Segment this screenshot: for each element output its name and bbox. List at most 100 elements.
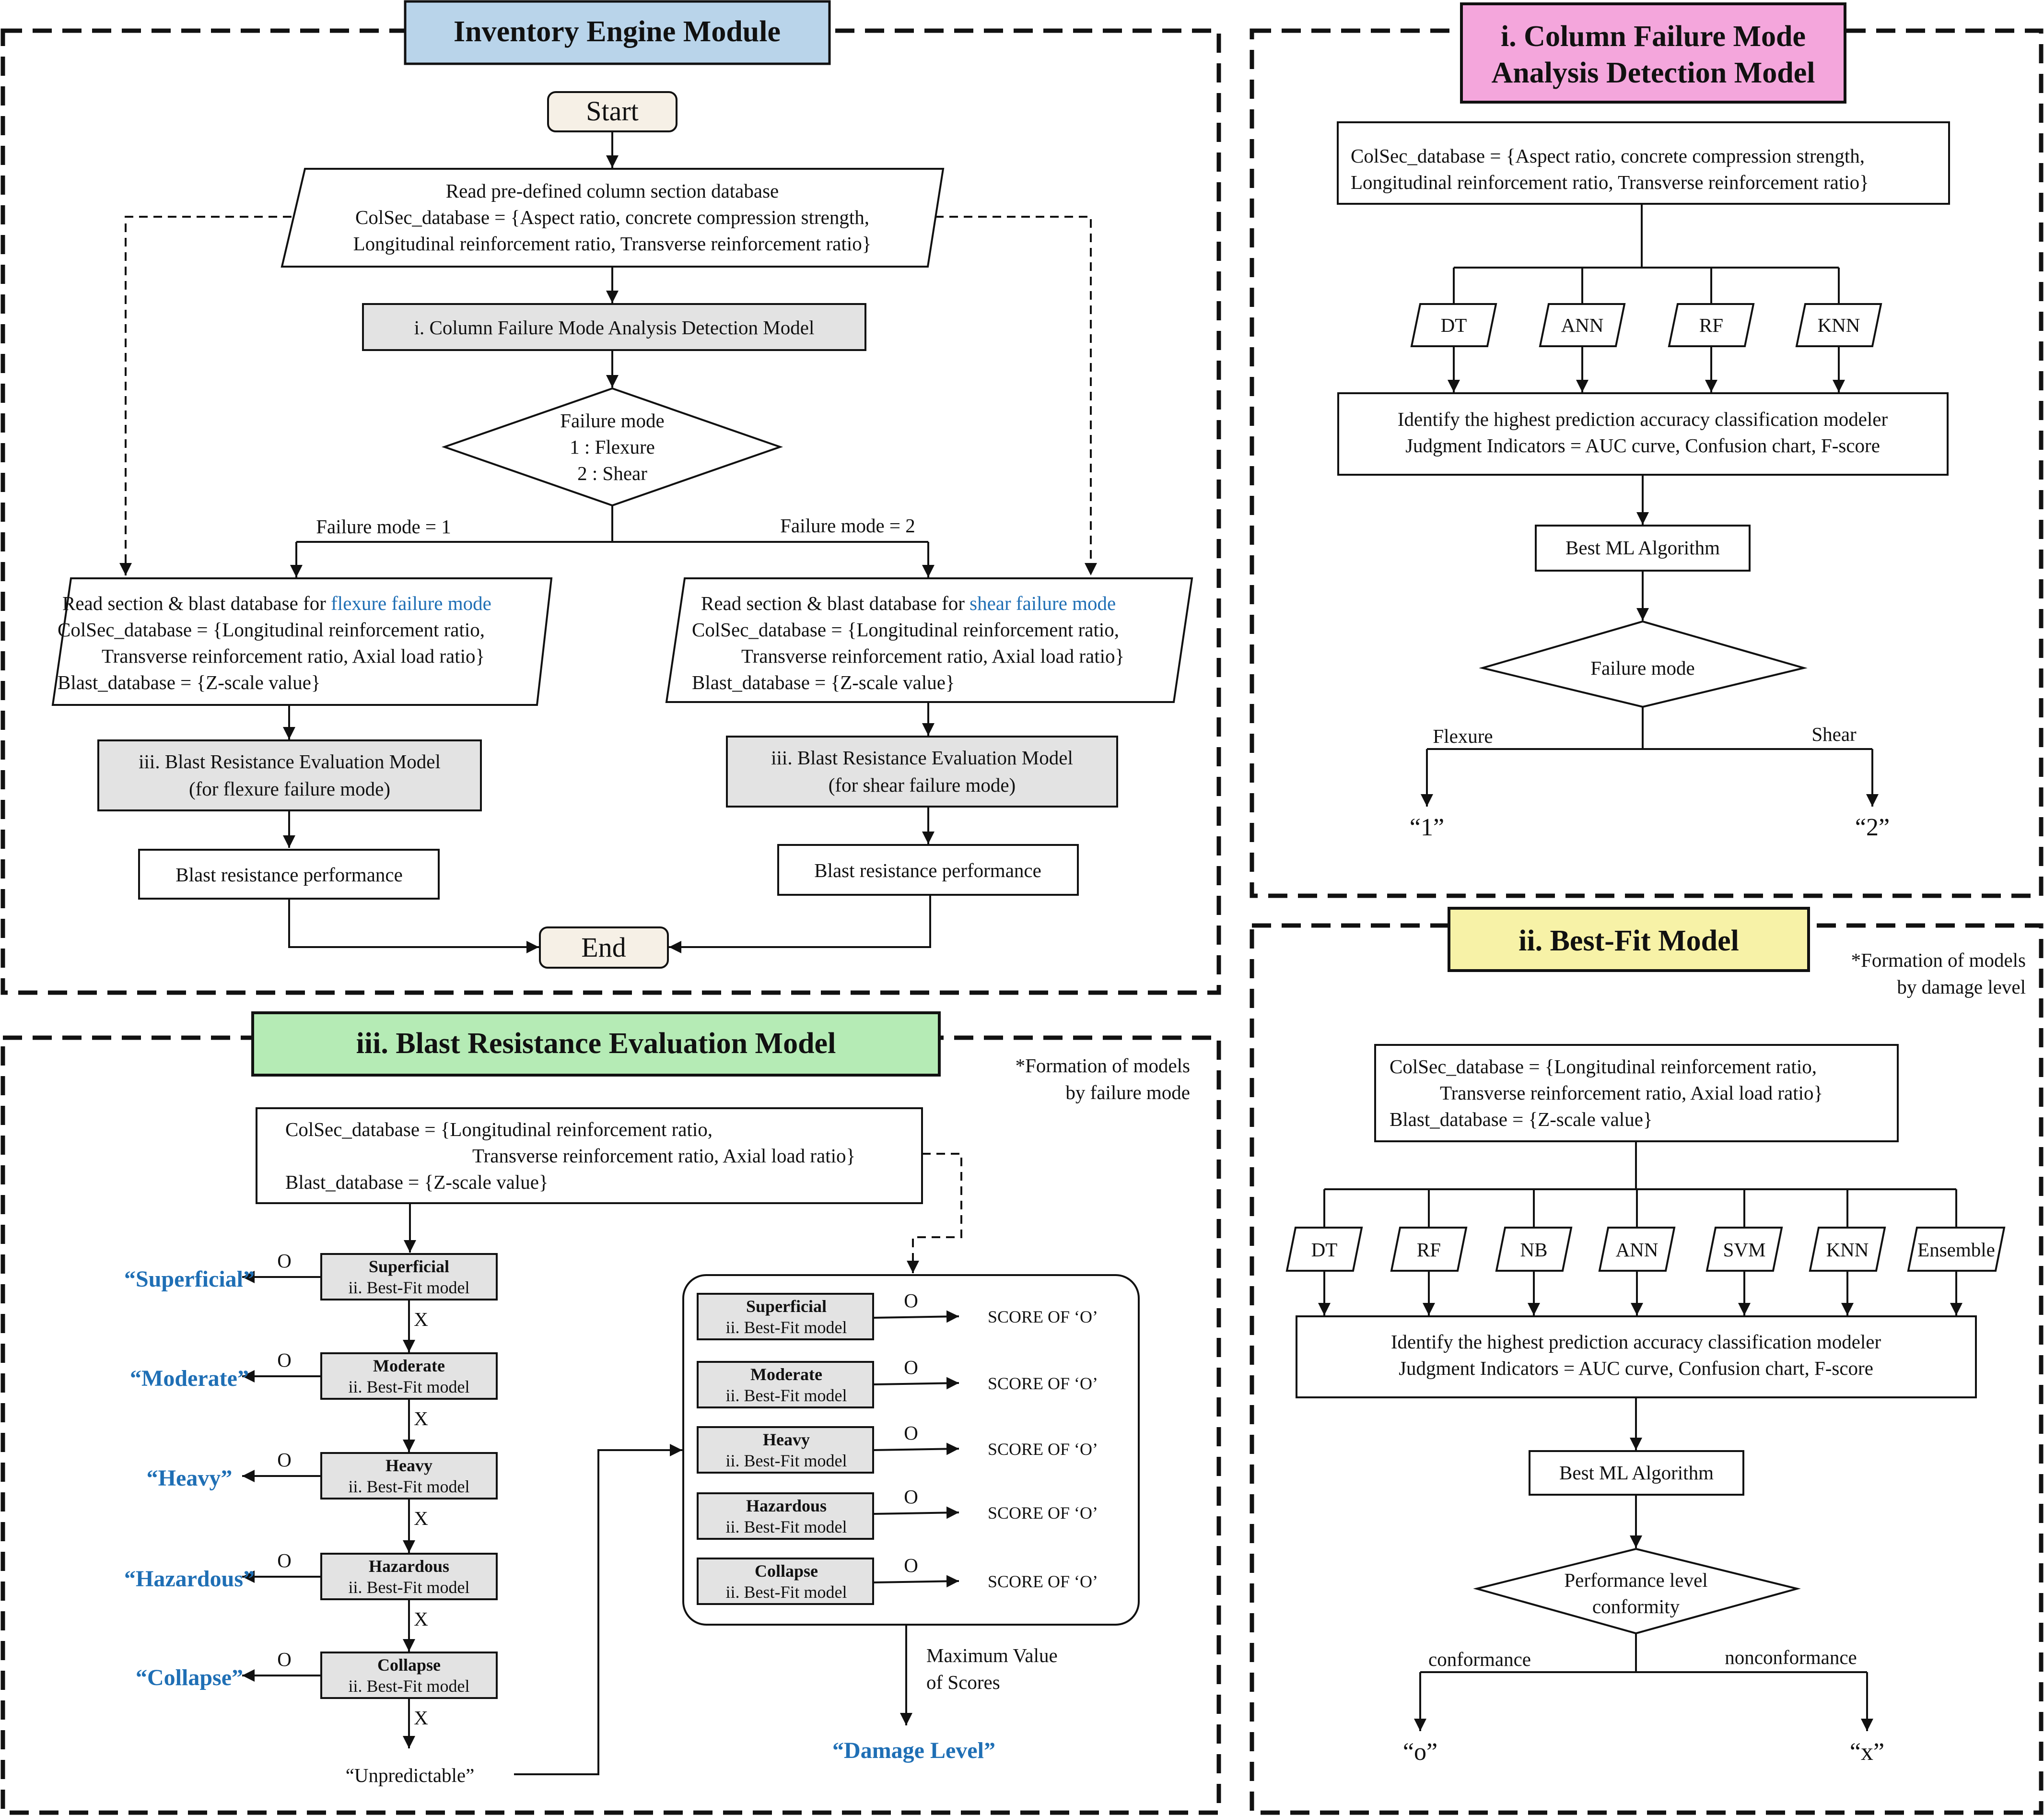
bre-level-sub: ii. Best-Fit model <box>348 1477 469 1496</box>
bestfit-algo-ensemble: Ensemble <box>1907 1227 2006 1272</box>
score-level-sub: ii. Best-Fit model <box>725 1451 847 1470</box>
bestfit-decision: Performance level conformity <box>1473 1547 1801 1635</box>
score-label: SCORE OF ‘O’ <box>988 1440 1098 1459</box>
bestfit-algo-label: RF <box>1417 1239 1441 1261</box>
bre-note-line2: by failure mode <box>1065 1081 1190 1103</box>
end-text: End <box>581 932 626 963</box>
max-scores-line2: of Scores <box>926 1671 1000 1693</box>
bre-level-output-moderate: “Moderate” <box>130 1366 249 1391</box>
bestfit-algo-label: KNN <box>1826 1239 1869 1261</box>
perf-flexure-text: Blast resistance performance <box>175 864 403 886</box>
cfm-algo-label: ANN <box>1561 314 1604 336</box>
bestfit-db-line1: ColSec_database = {Longitudinal reinforc… <box>1390 1055 1817 1078</box>
cfm-identify-box: Identify the highest prediction accuracy… <box>1337 392 1949 476</box>
cfm-algo-dt: DT <box>1410 303 1497 347</box>
cfm-db-line2: Longitudinal reinforcement ratio, Transv… <box>1351 171 1869 193</box>
score-level-name: Superficial <box>746 1297 827 1316</box>
cfm-algo-rf: RF <box>1668 303 1755 347</box>
flexure-db-parallelogram: Read section & blast database for flexur… <box>51 577 553 706</box>
bre-db-line2: Transverse reinforcement ratio, Axial lo… <box>472 1145 855 1167</box>
cfm-step-text: i. Column Failure Mode Analysis Detectio… <box>414 316 815 339</box>
bre-level-name: Heavy <box>385 1456 432 1475</box>
cfm-right-output: “2” <box>1855 814 1890 841</box>
score-label: SCORE OF ‘O’ <box>988 1307 1098 1326</box>
bestfit-algo-ann: ANN <box>1598 1227 1676 1272</box>
branch-right-label: Failure mode = 2 <box>780 515 915 537</box>
cfm-left-label: Flexure <box>1433 725 1493 747</box>
bestfit-best-text: Best ML Algorithm <box>1559 1462 1714 1484</box>
cfm-left-output: “1” <box>1410 814 1444 841</box>
bestfit-identify-line2: Judgment Indicators = AUC curve, Confusi… <box>1399 1357 1873 1379</box>
eval-shear-line2: (for shear failure mode) <box>829 774 1016 796</box>
score-label: SCORE OF ‘O’ <box>988 1374 1098 1393</box>
read-db-line2: ColSec_database = {Aspect ratio, concret… <box>355 206 869 228</box>
cfm-decision: Failure mode <box>1479 620 1808 708</box>
cfm-db-box: ColSec_database = {Aspect ratio, concret… <box>1337 121 1950 205</box>
bestfit-algo-rf: RF <box>1390 1227 1468 1272</box>
shear-db-parallelogram: Read section & blast database for shear … <box>665 577 1193 703</box>
bre-level-name: Collapse <box>377 1655 441 1675</box>
bestfit-header-text: ii. Best-Fit Model <box>1518 925 1739 957</box>
bre-header-text: iii. Blast Resistance Evaluation Model <box>356 1027 836 1060</box>
score-model-box-heavy: Heavy ii. Best-Fit model <box>697 1426 874 1474</box>
bre-level-name: Hazardous <box>369 1557 449 1576</box>
bre-db-box: ColSec_database = {Longitudinal reinforc… <box>256 1107 923 1204</box>
cfm-right-label: Shear <box>1811 723 1857 745</box>
perf-shear-box: Blast resistance performance <box>777 844 1079 896</box>
bestfit-algo-label: ANN <box>1616 1239 1659 1261</box>
bestfit-right-label: nonconformance <box>1725 1646 1857 1668</box>
inventory-header-text: Inventory Engine Module <box>454 15 781 48</box>
eval-flexure-line1: iii. Blast Resistance Evaluation Model <box>139 750 441 773</box>
bre-level-output-superficial: “Superficial” <box>124 1266 255 1292</box>
score-level-sub: ii. Best-Fit model <box>725 1517 847 1536</box>
score-o-mark: O <box>904 1289 918 1312</box>
shear-db-line4: Blast_database = {Z-scale value} <box>692 671 955 693</box>
cfm-identify-line1: Identify the highest prediction accuracy… <box>1398 408 1888 430</box>
bestfit-header: ii. Best-Fit Model <box>1448 907 1810 972</box>
cfm-step-box: i. Column Failure Mode Analysis Detectio… <box>362 303 866 351</box>
bestfit-algo-label: DT <box>1311 1239 1338 1261</box>
bestfit-algo-label: SVM <box>1723 1239 1766 1261</box>
bre-note-line1: *Formation of models <box>1016 1054 1190 1077</box>
read-db-line1: Read pre-defined column section database <box>446 180 779 202</box>
perf-flexure-box: Blast resistance performance <box>138 849 440 900</box>
bre-level-output-heavy: “Heavy” <box>147 1465 233 1491</box>
bestfit-note-line1: *Formation of models <box>1851 949 2026 971</box>
score-o-mark: O <box>904 1356 918 1378</box>
bre-x-mark: X <box>414 1707 428 1729</box>
bre-o-mark: O <box>277 1449 292 1471</box>
cfm-decision-text: Failure mode <box>1590 657 1694 679</box>
bre-db-line1: ColSec_database = {Longitudinal reinforc… <box>285 1118 712 1140</box>
perf-shear-text: Blast resistance performance <box>814 859 1041 881</box>
eval-flexure-box: iii. Blast Resistance Evaluation Model (… <box>97 739 482 811</box>
score-label: SCORE OF ‘O’ <box>988 1572 1098 1591</box>
decision-line3: 2 : Shear <box>577 462 647 484</box>
damage-level-output: “Damage Level” <box>832 1738 995 1763</box>
bestfit-decision-line2: conformity <box>1592 1595 1680 1617</box>
bestfit-best-box: Best ML Algorithm <box>1529 1450 1744 1496</box>
flexure-db-line4: Blast_database = {Z-scale value} <box>58 671 321 693</box>
bestfit-algo-nb: NB <box>1495 1227 1573 1272</box>
bestfit-identify-box: Identify the highest prediction accuracy… <box>1296 1315 1977 1398</box>
score-level-name: Collapse <box>755 1561 818 1581</box>
cfm-algo-label: DT <box>1441 314 1467 336</box>
cfm-best-text: Best ML Algorithm <box>1565 537 1720 559</box>
bre-level-sub: ii. Best-Fit model <box>348 1676 469 1696</box>
bestfit-algo-label: Ensemble <box>1917 1239 1995 1261</box>
cfm-db-line1: ColSec_database = {Aspect ratio, concret… <box>1351 145 1865 167</box>
bre-level-box-heavy: Heavy ii. Best-Fit model <box>320 1452 498 1500</box>
score-level-sub: ii. Best-Fit model <box>725 1318 847 1337</box>
bre-level-output-hazardous: “Hazardous” <box>124 1566 255 1592</box>
score-level-name: Heavy <box>763 1430 810 1449</box>
cfm-identify-line2: Judgment Indicators = AUC curve, Confusi… <box>1405 434 1880 457</box>
bestfit-algo-label: NB <box>1520 1239 1548 1261</box>
decision-line2: 1 : Flexure <box>570 436 655 458</box>
